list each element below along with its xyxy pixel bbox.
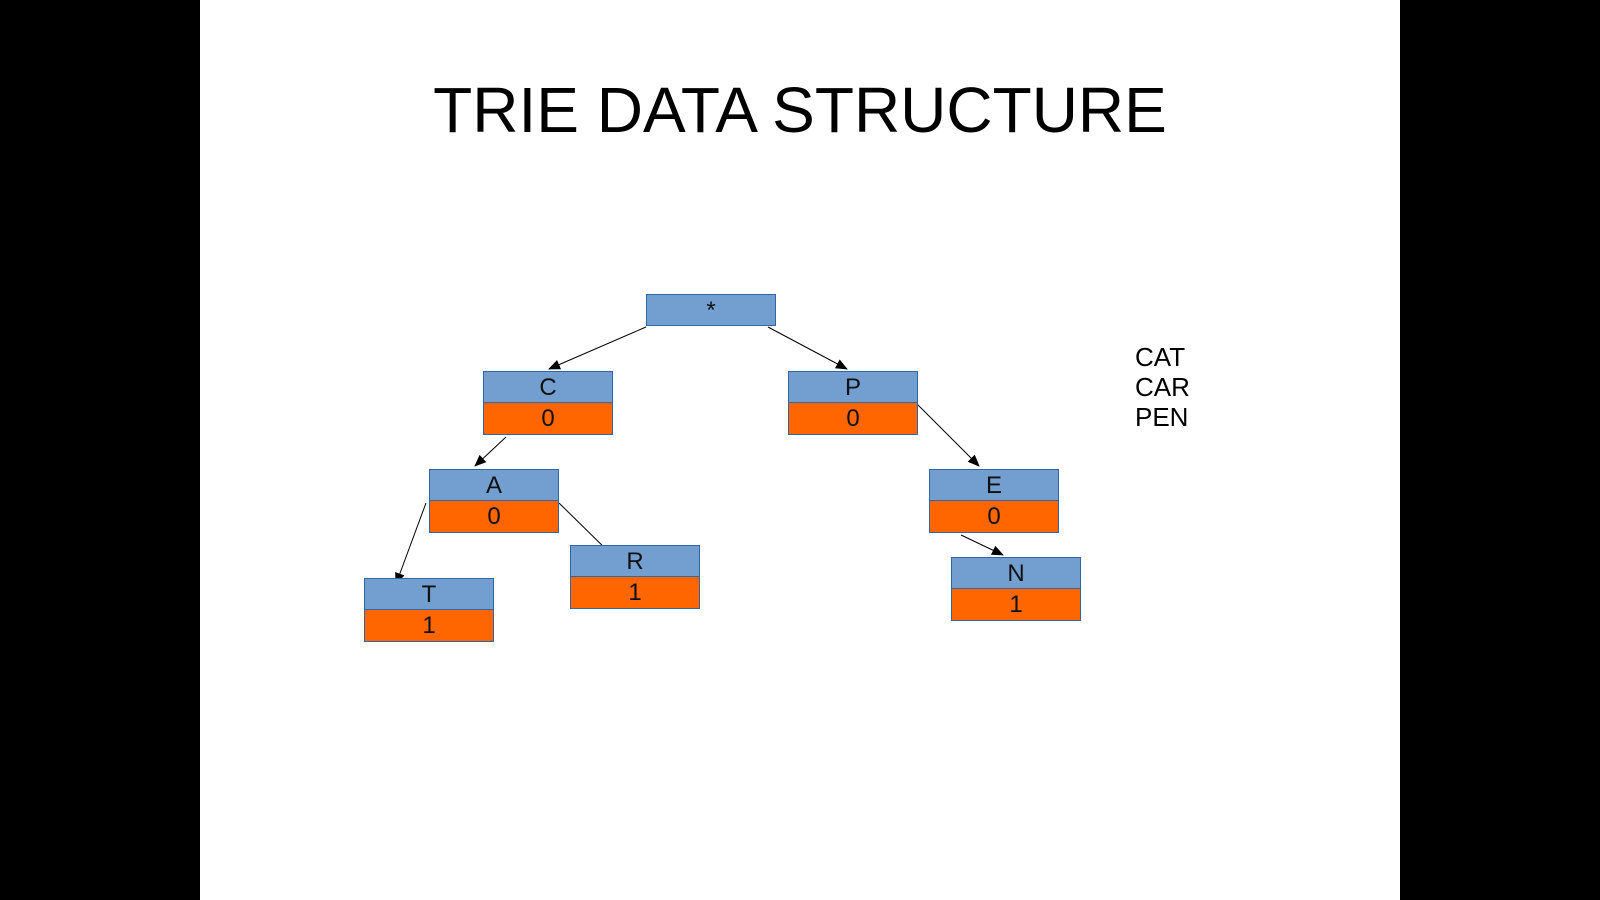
- word-list: CAT CAR PEN: [1135, 342, 1190, 432]
- node-count: 0: [929, 501, 1059, 533]
- word-item: CAT: [1135, 342, 1186, 372]
- node-letter: C: [483, 371, 613, 403]
- word-item: CAR: [1135, 372, 1190, 402]
- node-count: 1: [364, 610, 494, 642]
- node-letter: P: [788, 371, 918, 403]
- node-letter: R: [570, 545, 700, 577]
- trie-node-a: A 0: [429, 469, 559, 533]
- trie-node-root: *: [646, 294, 776, 326]
- node-letter: *: [646, 294, 776, 326]
- node-count: 1: [570, 577, 700, 609]
- trie-node-p: P 0: [788, 371, 918, 435]
- trie-node-r: R 1: [570, 545, 700, 609]
- trie-node-t: T 1: [364, 578, 494, 642]
- slide-title: TRIE DATA STRUCTURE: [433, 74, 1167, 146]
- node-letter: A: [429, 469, 559, 501]
- node-letter: E: [929, 469, 1059, 501]
- trie-node-n: N 1: [951, 557, 1081, 621]
- edge-c-a: [474, 436, 507, 467]
- trie-edges: [395, 326, 1004, 585]
- edge-e-n: [960, 534, 1004, 556]
- node-count: 1: [951, 589, 1081, 621]
- node-count: 0: [788, 403, 918, 435]
- edge-root-p: [767, 326, 848, 370]
- edge-root-c: [548, 326, 647, 370]
- word-item: PEN: [1135, 402, 1189, 432]
- node-count: 0: [483, 403, 613, 435]
- slide: TRIE DATA STRUCTURE * C 0 P 0 A 0 E 0: [200, 0, 1400, 900]
- node-letter: T: [364, 578, 494, 610]
- node-letter: N: [951, 557, 1081, 589]
- edge-a-t: [395, 502, 427, 585]
- trie-node-e: E 0: [929, 469, 1059, 533]
- node-count: 0: [429, 501, 559, 533]
- trie-node-c: C 0: [483, 371, 613, 435]
- edge-p-e: [916, 403, 980, 467]
